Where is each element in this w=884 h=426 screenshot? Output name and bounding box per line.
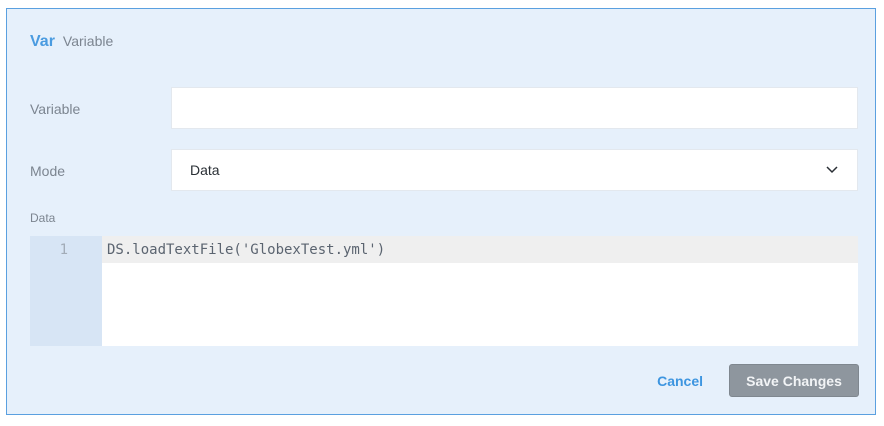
variable-label: Variable [30,101,81,117]
mode-select-value: Data [190,162,220,178]
line-number: 1 [59,242,68,258]
variable-input[interactable] [190,100,839,116]
save-changes-button[interactable]: Save Changes [729,364,859,397]
code-editor[interactable]: 1 DS.loadTextFile('GlobexTest.yml') [30,236,858,346]
cancel-button[interactable]: Cancel [657,372,703,389]
variable-input-container[interactable] [171,87,858,129]
code-area[interactable]: DS.loadTextFile('GlobexTest.yml') [102,236,858,346]
panel-header: Var Variable [30,33,113,51]
line-number-gutter: 1 [30,236,102,346]
panel-footer: Cancel Save Changes [657,364,859,397]
mode-label: Mode [30,163,66,179]
chevron-down-icon[interactable] [825,163,839,177]
data-label: Data [30,211,56,225]
type-badge: Var [30,33,55,50]
variable-editor-panel: Var Variable Variable Mode Data Data 1 D… [6,8,876,415]
code-line-active[interactable]: DS.loadTextFile('GlobexTest.yml') [102,236,858,263]
mode-select[interactable]: Data [171,149,858,191]
panel-title: Variable [62,33,114,49]
